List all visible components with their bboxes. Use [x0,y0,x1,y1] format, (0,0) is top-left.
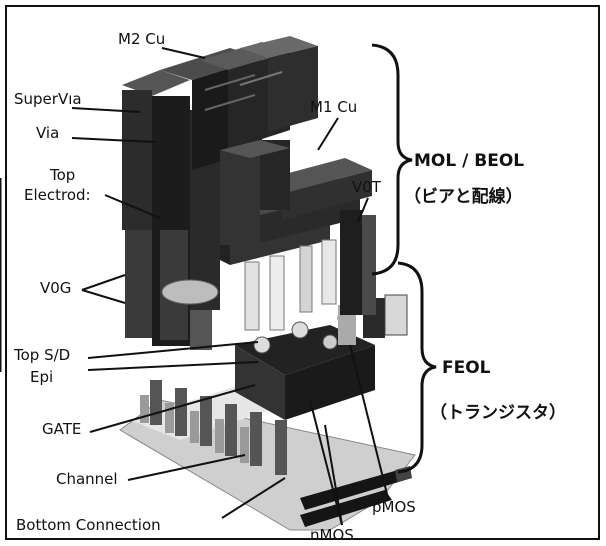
label-supervia: SuperVıa [14,90,82,108]
label-m1-cu: M1 Cu [310,98,357,116]
label-v0g: V0G [40,279,71,297]
category-mol-beol-sub: （ビアと配線） [404,186,523,207]
label-pmos: pMOS [372,498,416,516]
label-nmos: nMOS [310,526,354,544]
category-feol-sub: （トランジスタ） [430,402,566,423]
label-top-sd-line2: Epi [30,368,53,386]
label-v0t: V0T [352,178,382,196]
category-feol: FEOL [442,358,491,378]
label-m2-cu: M2 Cu [118,30,165,48]
category-mol-beol: MOL / BEOL [414,151,524,171]
label-channel: Channel [56,470,118,488]
label-top-sd-line1: Top S/D [13,346,70,364]
label-via: Via [36,124,59,142]
label-top-electrode-line1: Top [49,166,75,184]
label-bottom-connection: Bottom Connection [16,516,161,534]
label-top-electrode-line2: Electrod: [24,186,91,204]
label-gate: GATE [42,420,81,438]
